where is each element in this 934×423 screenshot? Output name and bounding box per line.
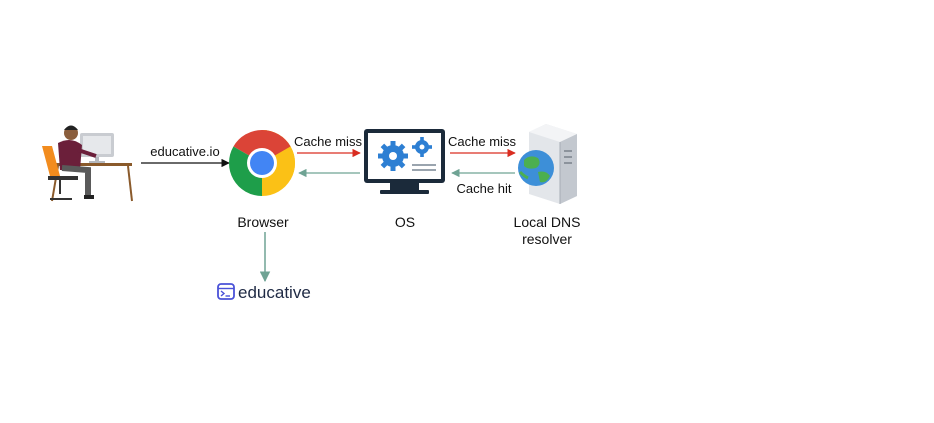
- dns-label-line1: Local DNS: [514, 214, 581, 230]
- edge-label-cache-miss-2: Cache miss: [448, 134, 516, 149]
- dns-label-line2: resolver: [522, 231, 572, 247]
- person-at-computer-icon: [42, 125, 133, 202]
- edge-label-cache-hit: Cache hit: [457, 181, 512, 196]
- educative-logo-icon: [217, 283, 235, 300]
- edge-label-educative-io: educative.io: [150, 144, 219, 159]
- os-label: OS: [395, 214, 415, 230]
- chrome-icon: [228, 129, 296, 196]
- browser-label: Browser: [237, 214, 289, 230]
- edge-user-to-browser: educative.io: [141, 144, 230, 168]
- edge-dns-to-os: Cache hit: [451, 168, 515, 196]
- edge-os-to-dns: Cache miss: [448, 134, 516, 158]
- edge-browser-to-os: Cache miss: [294, 134, 362, 158]
- edge-label-cache-miss-1: Cache miss: [294, 134, 362, 149]
- educative-logo-text: educative: [238, 283, 311, 302]
- monitor-gears-icon: [364, 129, 445, 194]
- dns-server-globe-icon: [518, 124, 577, 204]
